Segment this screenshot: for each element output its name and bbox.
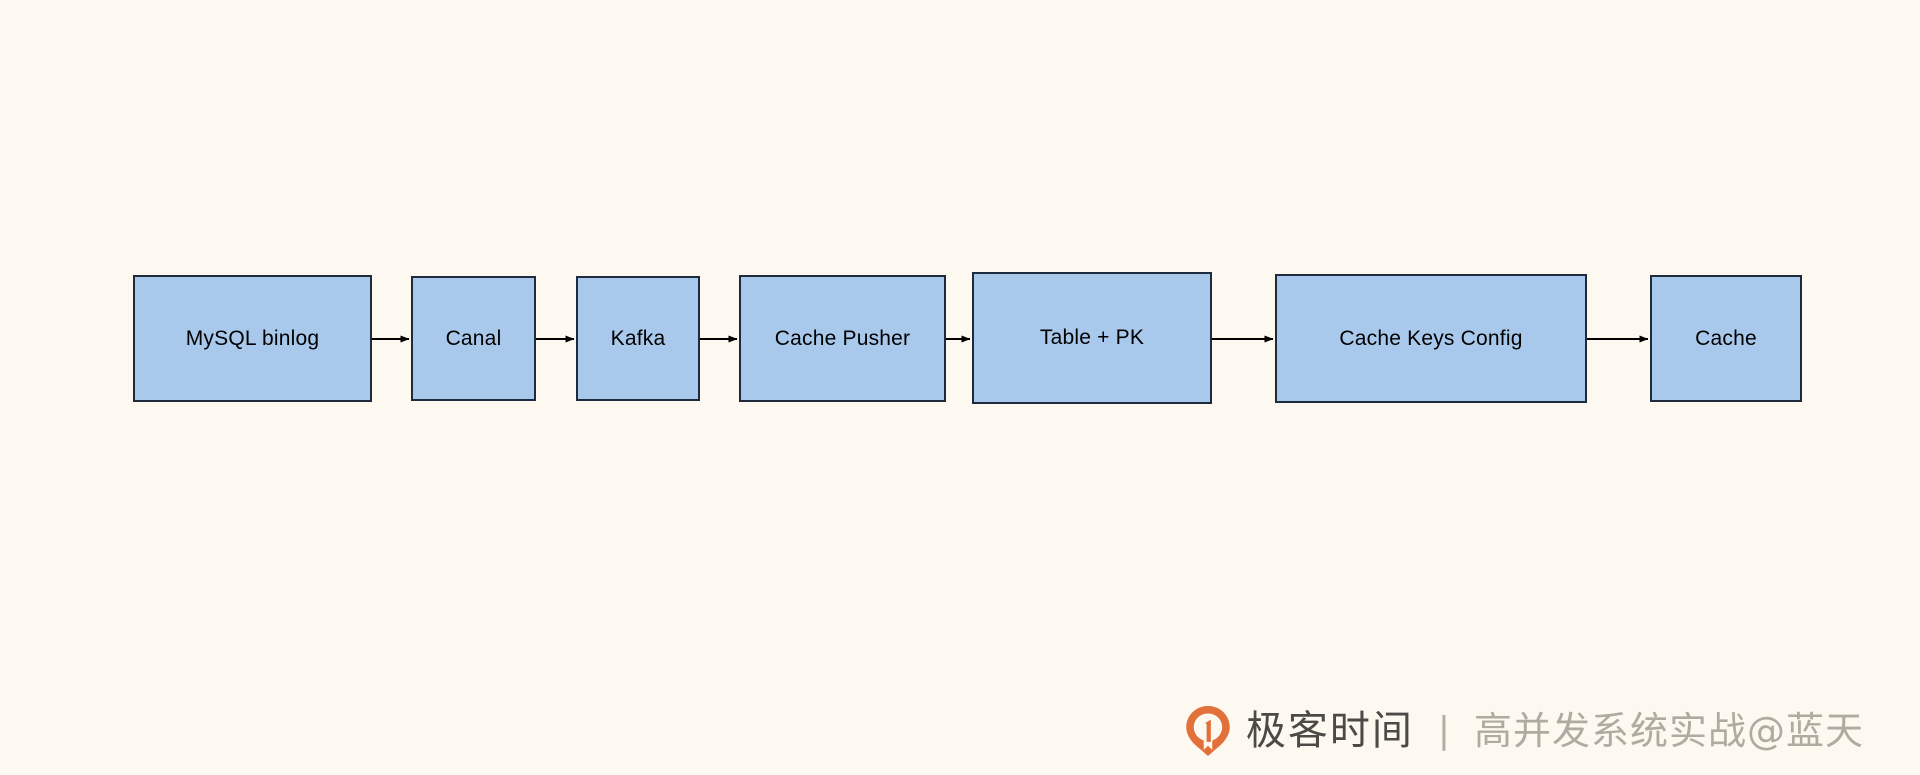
watermark-subtitle: 高并发系统实战@蓝天 [1473,709,1864,753]
node-cache[interactable]: Cache [1650,275,1802,402]
node-label-cache-keys-config: Cache Keys Config [1339,326,1523,350]
node-kafka[interactable]: Kafka [576,276,700,401]
watermark-brand: 极客时间 [1245,708,1414,754]
watermark-separator: | [1437,710,1450,751]
node-label-table-pk: Table + PK [1039,326,1145,350]
node-label-cache-pusher: Cache Pusher [774,326,911,350]
node-cache-keys-config[interactable]: Cache Keys Config [1275,274,1587,403]
node-label-kafka: Kafka [610,326,666,350]
watermark: 极客时间 | 高并发系统实战@蓝天 [1184,705,1864,757]
node-table-pk[interactable]: Table + PK [972,272,1212,404]
node-label-mysql-binlog: MySQL binlog [185,326,320,350]
node-cache-pusher[interactable]: Cache Pusher [739,275,946,402]
node-label-canal: Canal [445,326,502,350]
node-label-cache: Cache [1695,326,1757,350]
node-mysql-binlog[interactable]: MySQL binlog [133,275,372,402]
geekbang-pin-logo-icon [1186,705,1230,757]
node-canal[interactable]: Canal [411,276,536,401]
